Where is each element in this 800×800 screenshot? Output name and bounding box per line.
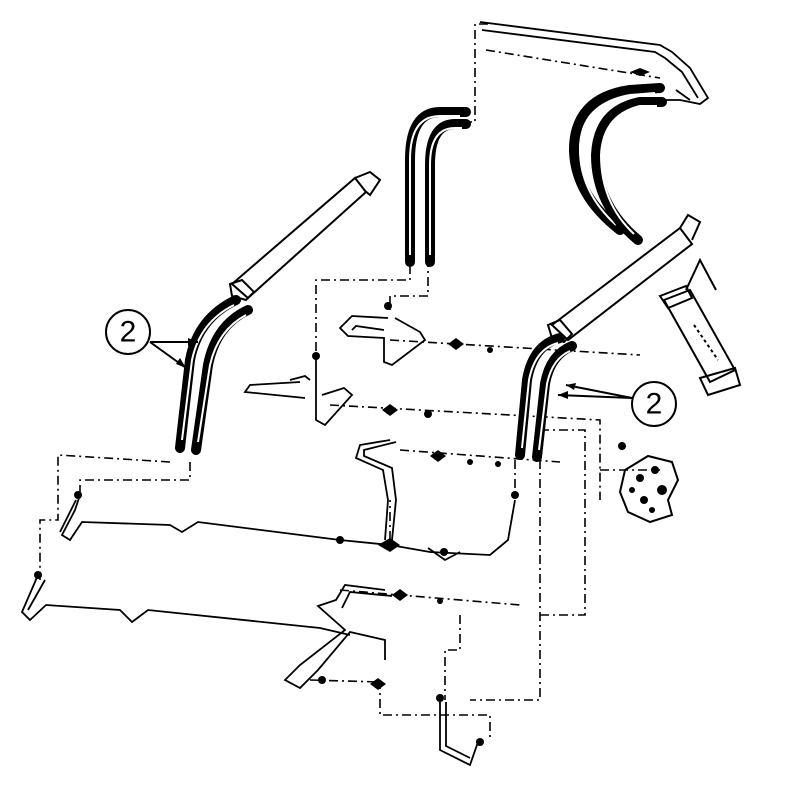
upper-return-tube [479,21,710,105]
long-tube-lower [20,574,351,636]
upper-right-hose [568,83,667,245]
callout-circle [631,381,677,427]
callout-right: 2 [557,381,677,427]
upper-left-hose [405,107,471,267]
bottom-drain-tube [439,700,479,767]
tilt-actuator [658,257,742,397]
fittings [34,68,650,746]
long-tube-middle [59,494,516,562]
callout-left: 2 [105,309,198,369]
control-valve [618,442,680,524]
center-tee-fitting [354,439,400,552]
right-cylinder-hose [515,333,577,462]
lower-bent-tube [283,584,393,690]
left-cylinder-hose [175,295,253,455]
callout-circle [105,309,151,355]
left-lift-cylinder [228,170,382,302]
center-hairpin-lower [243,352,354,427]
callout-number: 2 [120,316,137,349]
center-hairpin-upper [338,302,427,367]
callout-number: 2 [646,388,663,421]
